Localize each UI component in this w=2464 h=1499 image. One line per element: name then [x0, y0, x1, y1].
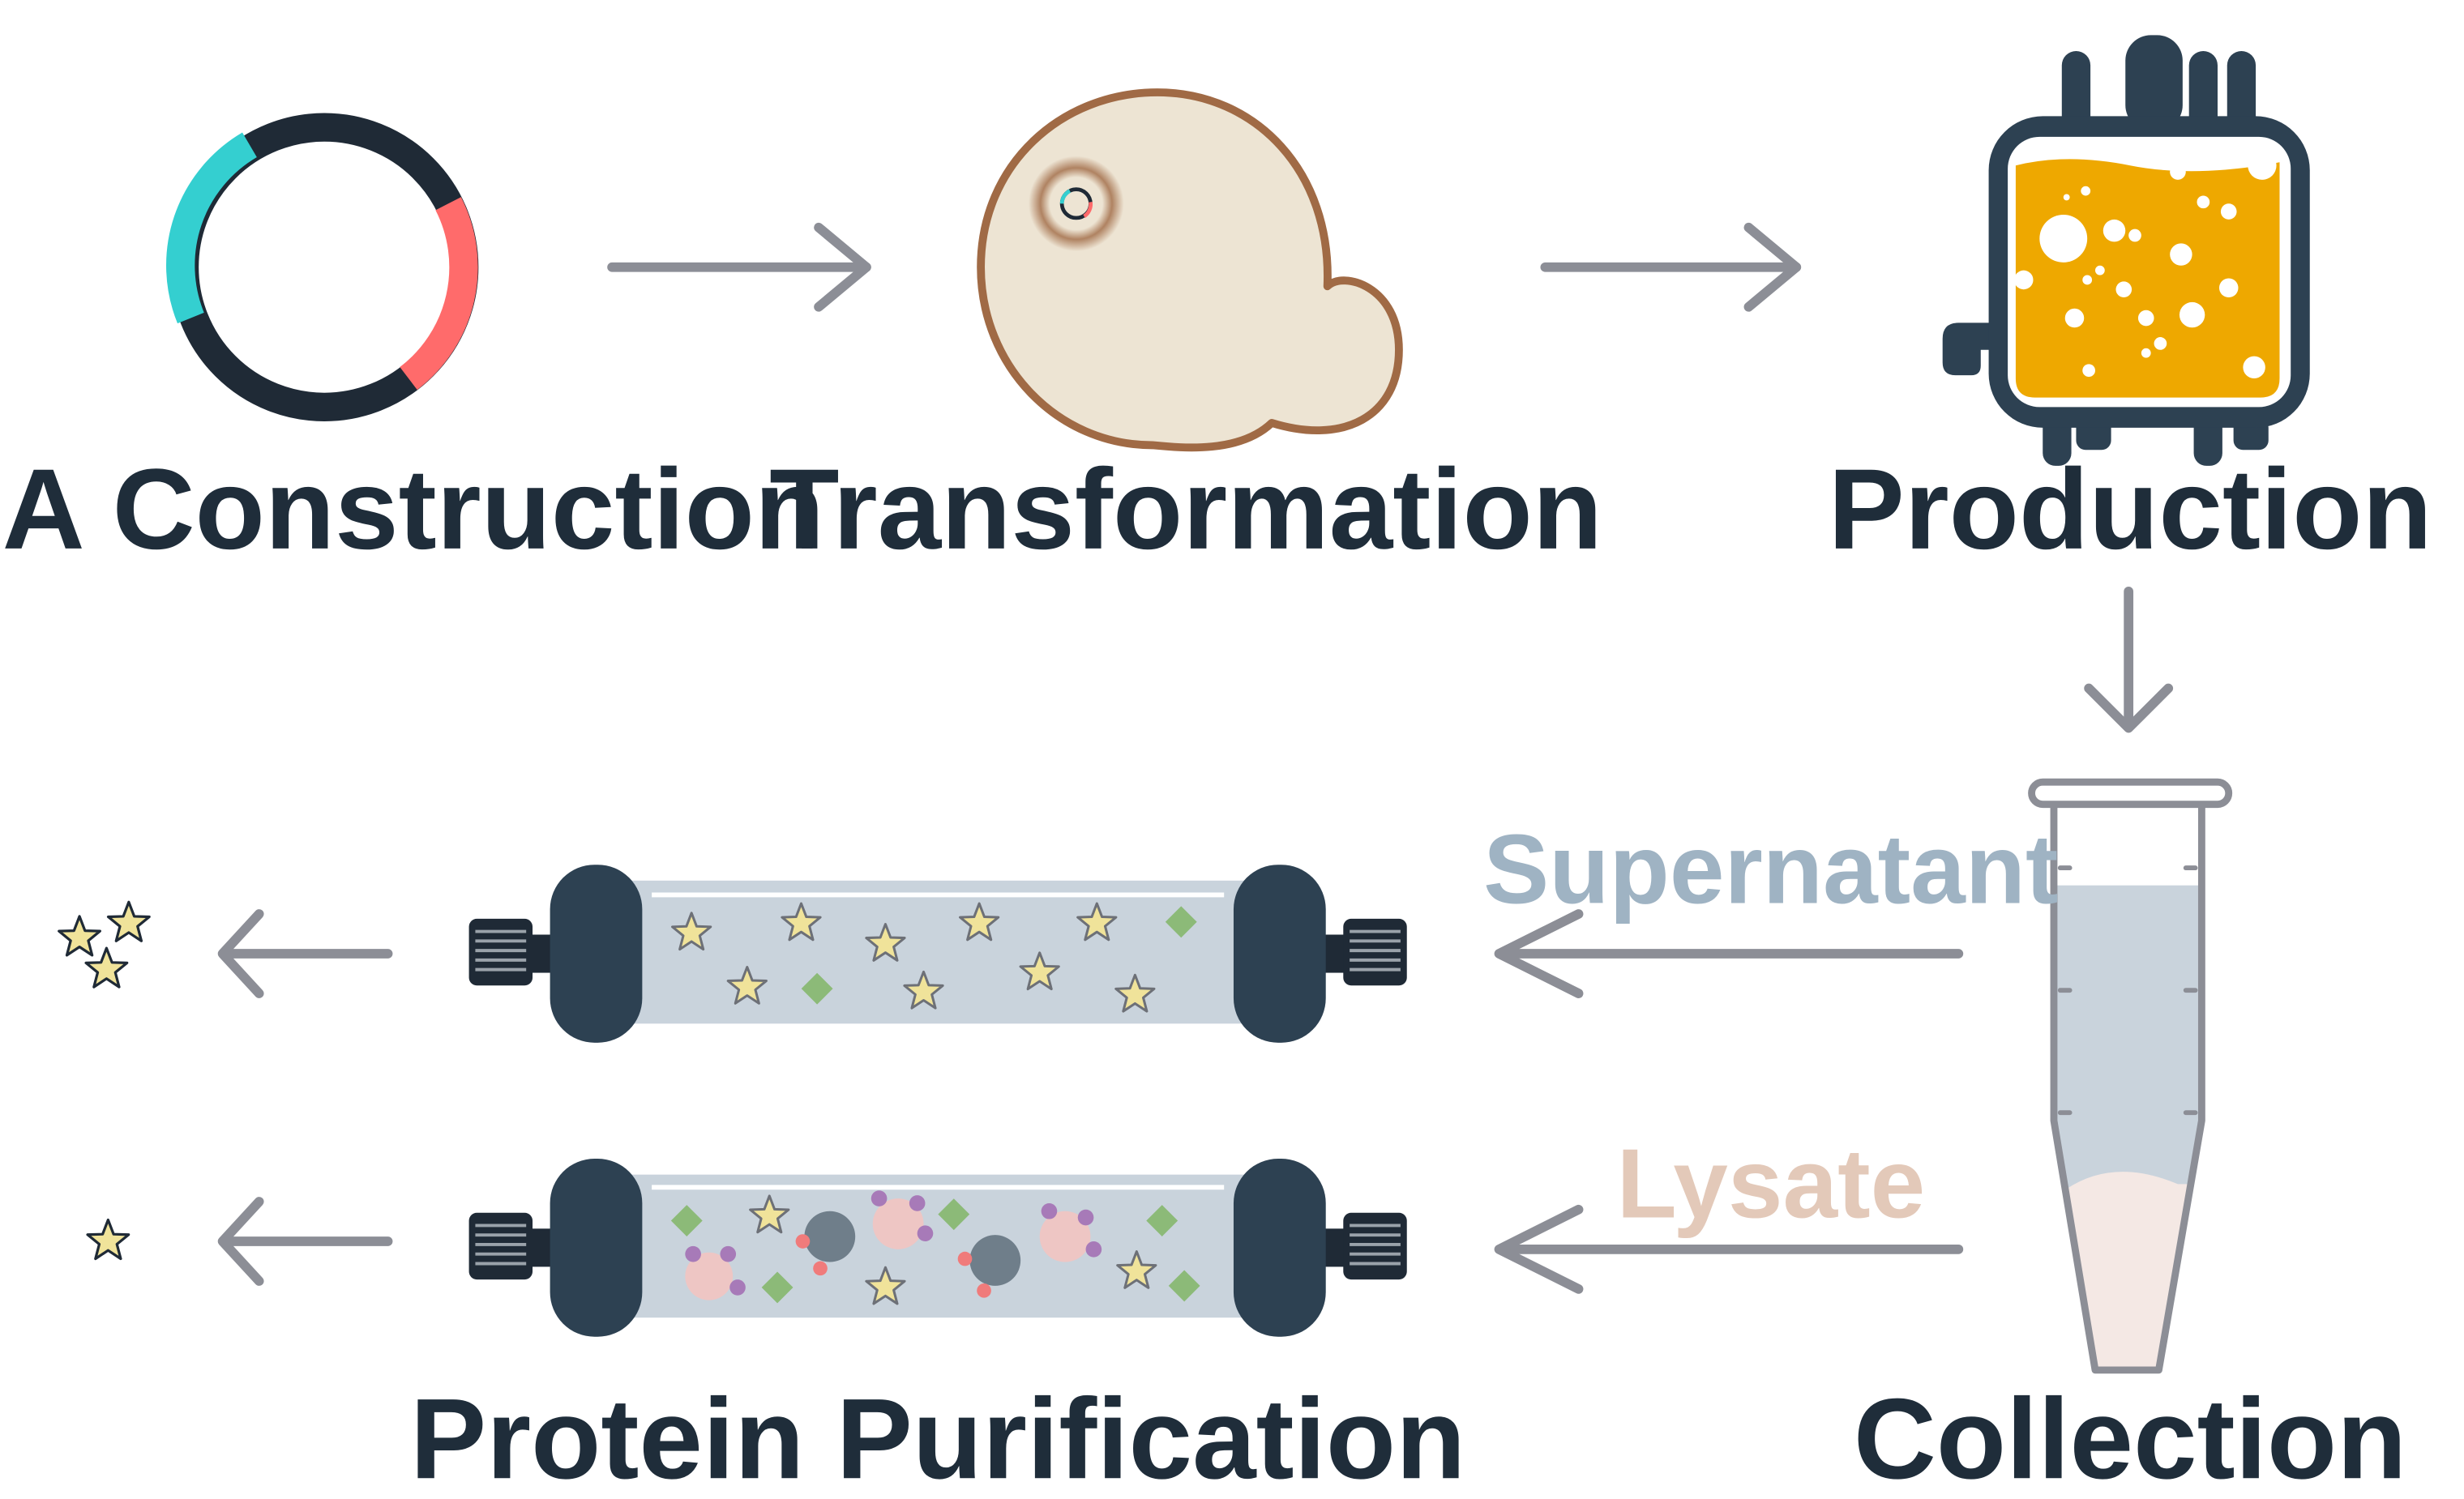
step-label-collection: Collection [1854, 1374, 2407, 1499]
column-fitting-right [1319, 918, 1407, 986]
broth-bubbles [2013, 151, 2277, 379]
mini-plasmid-icon [1059, 187, 1093, 220]
arrow-transformation-to-production [1540, 222, 1802, 312]
centrifuge-tube-icon [2028, 778, 2233, 1374]
arrow-output-supernatant [217, 909, 393, 998]
step-label-dna-construction: DNA Construction [0, 445, 824, 573]
bioreactor-icon [1942, 35, 2310, 466]
column-fitting-right [1319, 1212, 1407, 1280]
column-2-contents [670, 1190, 1200, 1305]
purification-column-lysate [468, 1159, 1407, 1337]
purification-column-supernatant [468, 865, 1407, 1043]
arrow-supernatant [1494, 909, 1964, 998]
purified-protein-low-yield [86, 1218, 130, 1261]
flow-label-lysate: Lysate [1616, 1129, 1925, 1239]
transformed-plasmid-glow [1028, 156, 1124, 252]
broth-liquid [2015, 159, 2280, 398]
arrow-lysate [1494, 1204, 1964, 1294]
step-label-production: Production [1829, 445, 2432, 573]
arrow-output-lysate [217, 1197, 393, 1286]
column-fitting-left [468, 1212, 557, 1280]
plasmid-icon [166, 113, 479, 421]
yeast-cell-icon [977, 88, 1403, 452]
flow-label-supernatant: Supernatant [1483, 814, 2058, 924]
tube-graduations [2057, 865, 2198, 1116]
arrow-dna-to-transformation [607, 222, 871, 312]
column-1-contents [671, 902, 1197, 1013]
step-label-transformation: Transformation [769, 445, 1602, 573]
column-fitting-left [468, 918, 557, 986]
step-label-protein-purification: Protein Purification [410, 1374, 1465, 1499]
arrow-production-to-collection [2084, 586, 2174, 733]
purified-protein-high-yield [58, 900, 151, 989]
